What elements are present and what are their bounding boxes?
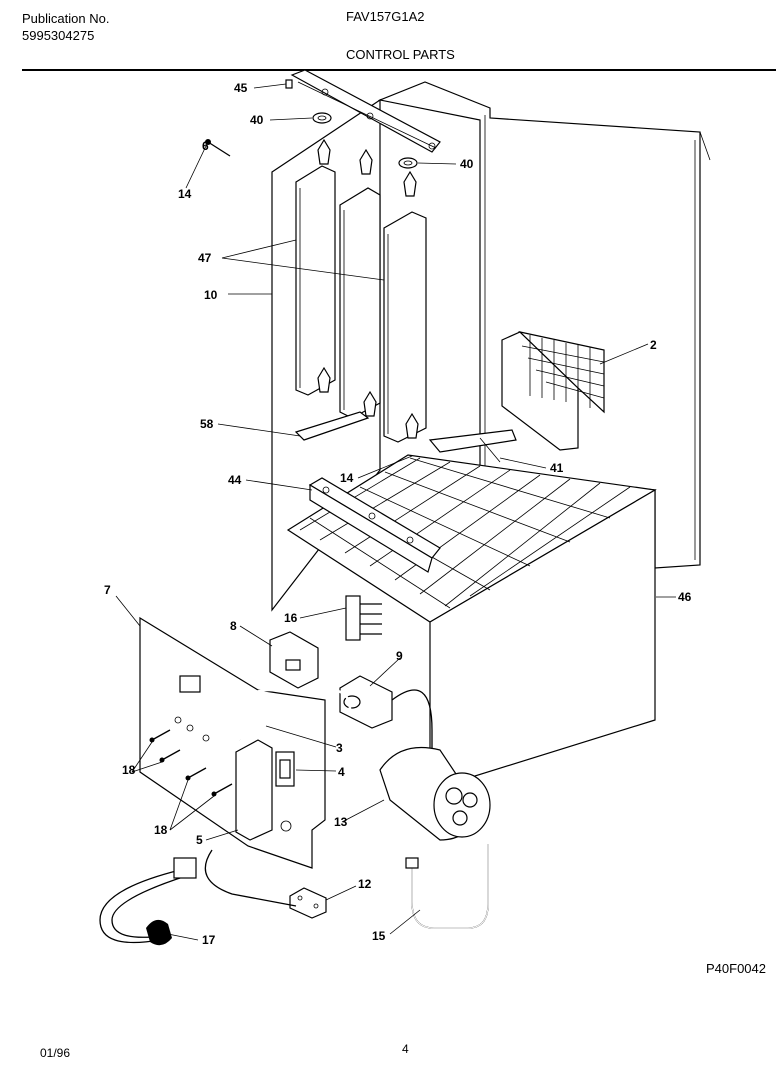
control-tube (236, 688, 352, 741)
callout-47: 47 (198, 251, 212, 265)
grommet-left (312, 112, 332, 124)
callout-2: 2 (650, 338, 657, 352)
header-rule (22, 69, 776, 71)
air-filter (501, 330, 605, 451)
relay-box (235, 739, 295, 841)
screw (205, 139, 231, 157)
fan-motor (379, 746, 491, 841)
callout-40-left: 40 (250, 113, 264, 127)
thermostat (339, 675, 433, 810)
page-number: 4 (402, 1042, 409, 1056)
screws-group (149, 729, 233, 797)
heater-element-2 (339, 148, 381, 419)
callout-46: 46 (678, 590, 692, 604)
bottom-bracket (294, 411, 370, 441)
callout-9: 9 (396, 649, 403, 663)
callout-8: 8 (230, 619, 237, 633)
leader-lines (115, 83, 676, 941)
callout-15: 15 (372, 929, 386, 943)
figure-code: P40F0042 (706, 961, 766, 976)
cabinet-wall (377, 81, 711, 569)
model-number: FAV157G1A2 (346, 9, 425, 24)
callout-4: 4 (338, 765, 345, 779)
callout-3: 3 (336, 741, 343, 755)
callout-14-middle: 14 (340, 471, 354, 485)
callout-18-upper: 18 (122, 763, 136, 777)
callout-41: 41 (550, 461, 564, 475)
callout-5: 5 (196, 833, 203, 847)
terminal-block (345, 595, 382, 641)
rotary-switch (269, 631, 319, 689)
footer-date: 01/96 (40, 1046, 71, 1060)
callout-18-lower: 18 (154, 823, 168, 837)
section-title: CONTROL PARTS (346, 47, 455, 62)
callout-45: 45 (234, 81, 248, 95)
callout-10: 10 (204, 288, 218, 302)
heat-exchanger (286, 454, 657, 791)
publication-label: Publication No. (22, 11, 110, 26)
control-mounting-plate (139, 616, 326, 869)
callout-14-top: 14 (178, 187, 192, 201)
heater-element-3 (383, 170, 427, 443)
callout-44: 44 (228, 473, 242, 487)
callout-17: 17 (202, 933, 216, 947)
motor-bracket (405, 844, 489, 929)
publication-number: 5995304275 (22, 28, 95, 43)
sensor-wire (204, 849, 297, 907)
callout-6: 6 (202, 139, 209, 153)
grommet-right (398, 157, 418, 169)
callout-7: 7 (104, 583, 111, 597)
heater-element-1 (295, 138, 336, 396)
callout-40-right: 40 (460, 157, 474, 171)
callout-13: 13 (334, 815, 348, 829)
side-bracket (428, 429, 517, 463)
callout-12: 12 (358, 877, 372, 891)
top-bracket (285, 69, 441, 153)
callout-16: 16 (284, 611, 298, 625)
mounting-bar (308, 477, 441, 573)
callout-58: 58 (200, 417, 214, 431)
relay-clip (289, 887, 327, 919)
power-cord (99, 857, 197, 946)
